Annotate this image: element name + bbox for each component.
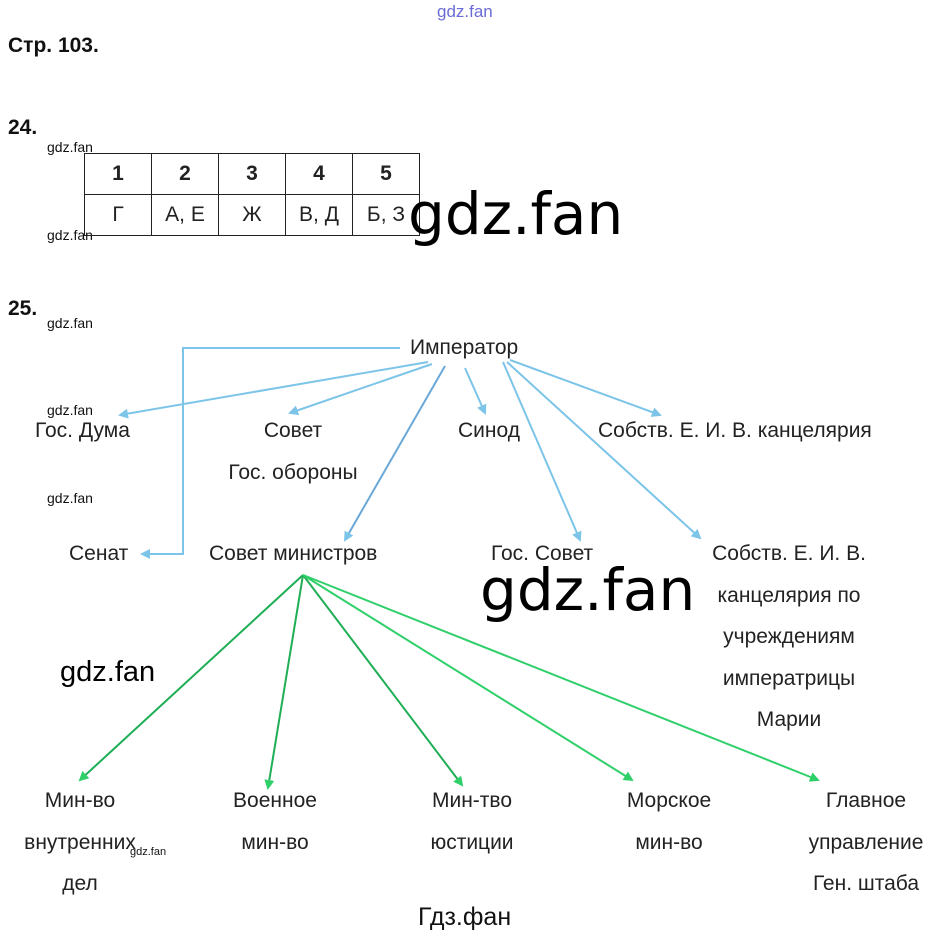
arrow-sovet-oborony <box>288 363 433 416</box>
node-senat: Сенат <box>69 542 129 565</box>
node-ministry-interior: Мин-во внутренних дел <box>5 780 155 905</box>
arrow-ministry-3 <box>302 574 464 787</box>
node-sinod: Синод <box>458 419 520 442</box>
watermark-medium: gdz.fan <box>60 656 156 688</box>
node-line: Марии <box>756 708 822 731</box>
arrow-kants-maria <box>506 361 702 540</box>
node-ministry-navy: Морское мин-во <box>594 780 744 863</box>
watermark-small: gdz.fan <box>47 402 93 418</box>
node-line: мин-во <box>635 830 703 854</box>
watermark-big: gdz.fan <box>480 556 696 624</box>
node-sovet-oborony: Совет Гос. обороны <box>218 410 368 493</box>
node-kants-maria: Собств. Е. И. В. канцелярия по учреждени… <box>698 533 880 741</box>
arrow-ministry-2 <box>264 574 304 790</box>
node-duma: Гос. Дума <box>35 419 130 442</box>
node-line: императрицы <box>722 666 856 690</box>
node-line: канцелярия по <box>717 583 861 607</box>
watermark-small: gdz.fan <box>47 139 93 155</box>
arrow-kants <box>509 359 662 417</box>
node-line: внутренних <box>24 830 136 854</box>
node-general-staff: Главное управление Ген. штаба <box>791 780 939 905</box>
node-line: учреждениям <box>723 625 855 648</box>
table-cell: Г <box>84 194 152 236</box>
node-ministry-war: Военное мин-во <box>200 780 350 863</box>
table-cell: Б, З <box>352 194 420 236</box>
arrow-sinod <box>464 367 487 415</box>
watermark-big: gdz.fan <box>408 180 624 248</box>
node-line: Гос. обороны <box>228 460 358 484</box>
node-ministry-justice: Мин-тво юстиции <box>397 780 547 863</box>
arrow-ministry-1 <box>78 574 304 782</box>
watermark-small: gdz.fan <box>47 227 93 243</box>
arrow-gossovet <box>502 361 582 542</box>
task-24-number: 24. <box>8 116 38 139</box>
node-line: Главное <box>825 789 907 812</box>
arrow-duma <box>118 361 429 419</box>
table-header: 2 <box>151 153 219 195</box>
node-line: Морское <box>626 789 712 812</box>
node-gossovet: Гос. Совет <box>491 542 594 565</box>
node-line: Собств. Е. И. В. <box>712 542 866 565</box>
node-line: дел <box>62 872 98 895</box>
node-line: Военное <box>233 789 317 812</box>
node-line: Мин-во <box>44 789 116 812</box>
watermark-top: gdz.fan <box>437 2 493 21</box>
answer-table: 1 2 3 4 5 Г А, Е Ж В, Д Б, З <box>84 153 420 236</box>
node-kants: Собств. Е. И. В. канцелярия <box>598 419 872 442</box>
node-line: Мин-тво <box>431 789 513 812</box>
table-header: 3 <box>218 153 286 195</box>
page-label: Стр. 103. <box>8 34 99 57</box>
watermark-small: gdz.fan <box>130 846 167 858</box>
table-header: 4 <box>285 153 353 195</box>
table-header: 5 <box>352 153 420 195</box>
node-emperor: Император <box>410 336 519 359</box>
watermark-footer: Гдз.фан <box>418 903 512 931</box>
node-line: управление <box>808 830 924 854</box>
arrow-ministry-5 <box>302 574 820 782</box>
arrow-ministry-4 <box>302 574 634 782</box>
watermark-small: gdz.fan <box>47 315 93 331</box>
watermark-small: gdz.fan <box>47 490 93 506</box>
node-line: Ген. штаба <box>812 872 920 895</box>
node-sovmin: Совет министров <box>209 542 378 565</box>
task-25-number: 25. <box>8 297 38 320</box>
node-line: Совет <box>263 419 323 442</box>
node-line: юстиции <box>430 830 514 854</box>
table-header: 1 <box>84 153 152 195</box>
node-line: мин-во <box>241 830 309 854</box>
arrow-senat <box>140 347 400 559</box>
table-cell: В, Д <box>285 194 353 236</box>
table-cell: А, Е <box>151 194 219 236</box>
arrow-sovmin <box>344 365 446 542</box>
table-cell: Ж <box>218 194 286 236</box>
